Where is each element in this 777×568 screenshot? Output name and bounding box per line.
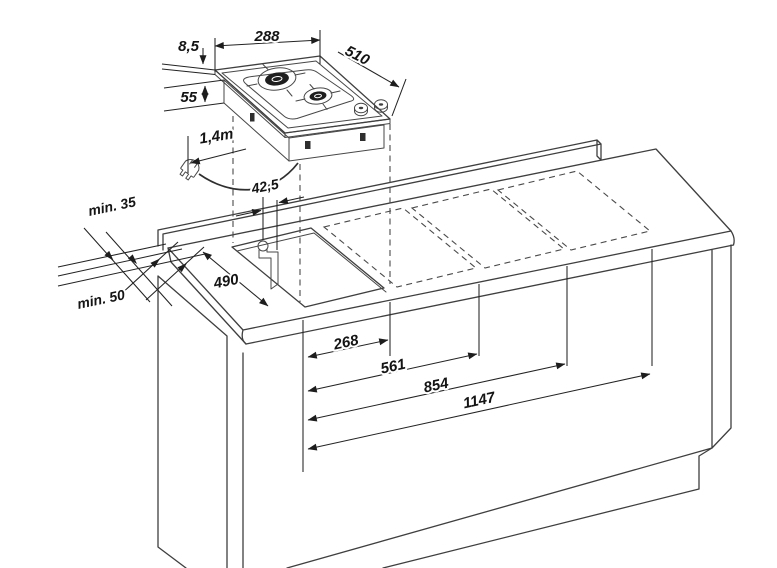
hob-body-front-face	[288, 124, 385, 162]
ghost-cutout-1	[322, 207, 478, 288]
dim-hob-width: 288	[214, 26, 321, 72]
clearance-rear-label: min. 35	[87, 193, 138, 219]
control-knob-icon	[374, 99, 388, 113]
base-cabinet	[157, 244, 732, 568]
dim-cable-length: 1,4m	[187, 123, 247, 173]
dim-cutout-depth: 490	[202, 251, 269, 307]
dim-hob-depth: 510	[337, 40, 407, 117]
clamp-slot-icon	[305, 141, 311, 149]
hob-top-thickness-label: 8,5	[178, 38, 200, 55]
dim-spacing-561: 561	[307, 352, 478, 393]
hob-width-label: 288	[253, 28, 280, 45]
hob-glass-edge	[221, 60, 383, 129]
dim-spacing-854: 854	[307, 362, 566, 422]
dim-spacing-268: 268	[307, 330, 389, 359]
hob-illustration	[214, 55, 391, 162]
spacing-561-label: 561	[379, 356, 407, 378]
clamp-slot-icon	[360, 133, 366, 141]
hob-top-frame	[214, 55, 391, 134]
ghost-cutout-3	[496, 170, 652, 251]
dim-clearances: min. 35 min. 50	[57, 191, 206, 314]
worktop-left-end	[167, 247, 247, 345]
worktop-cutout	[231, 227, 385, 308]
worktop	[157, 139, 735, 345]
hob-depth-label: 510	[342, 42, 373, 69]
power-cord	[198, 162, 299, 191]
burner-small-icon	[303, 87, 333, 105]
clearance-front-label: min. 50	[76, 286, 127, 312]
cabinet-side-panel	[157, 275, 228, 568]
hob-box-height-label: 55	[180, 89, 197, 106]
cutout-depth-label: 490	[211, 271, 240, 293]
dim-spacing-1147: 1147	[307, 372, 651, 451]
control-knob-icon	[354, 102, 368, 117]
clamp-slot-icon	[250, 113, 255, 122]
cabinet-front-right-edge	[711, 244, 732, 449]
projection-lines	[232, 116, 391, 302]
power-plug-icon	[179, 159, 200, 181]
backsplash	[157, 139, 602, 251]
worktop-rear-edge	[167, 148, 732, 249]
spacing-268-label: 268	[331, 332, 361, 354]
dim-hob-top-thickness: 8,5	[161, 36, 216, 76]
pan-support-icon	[243, 69, 355, 120]
dimension-ticks	[302, 249, 653, 472]
burner-large-icon	[257, 67, 297, 91]
connection-offset-label: 42,5	[249, 176, 280, 197]
cable-length-label: 1,4m	[198, 125, 234, 147]
worktop-front-edge	[241, 230, 735, 345]
dim-hob-box-height: 55	[163, 79, 225, 112]
ghost-cutout-2	[410, 188, 566, 269]
cabinet-plinth	[286, 447, 713, 568]
worktop-cutout-inner-wall	[236, 232, 387, 293]
spacing-854-label: 854	[422, 375, 451, 397]
pan-support-bars	[246, 64, 341, 110]
dim-connection-offset: 42,5	[235, 174, 305, 250]
